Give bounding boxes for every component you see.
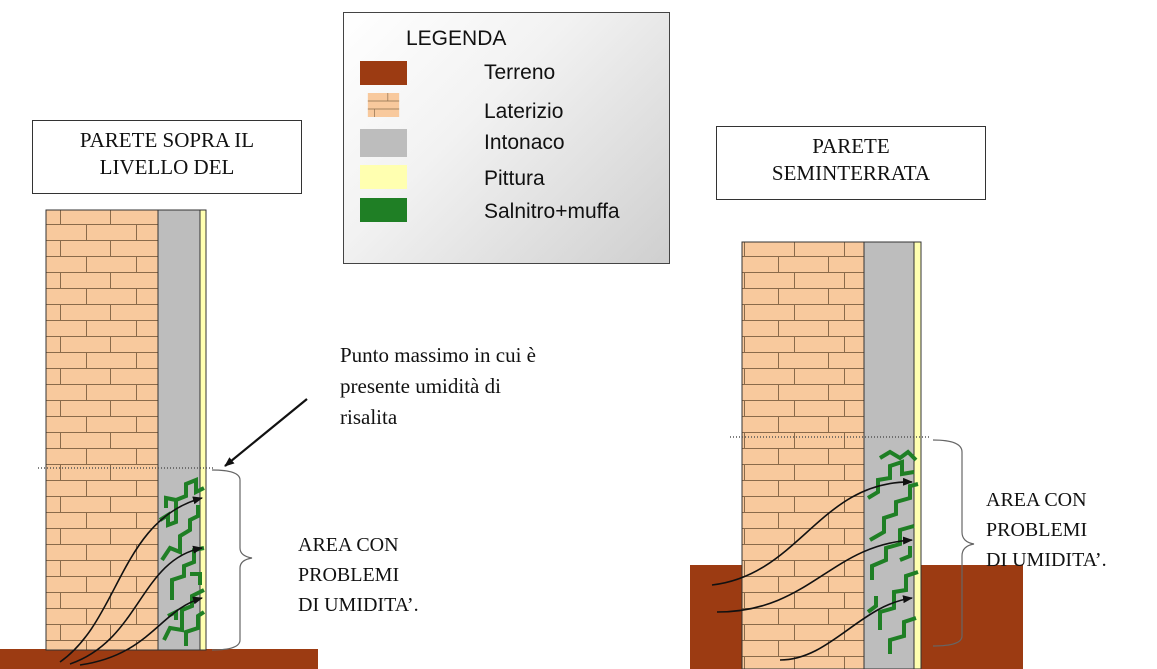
pointer-arrow (224, 398, 308, 467)
right-brick-layer (741, 241, 865, 669)
legend-item-terreno: Terreno (344, 58, 671, 88)
legend-label-salnitro: Salnitro+muffa (484, 200, 620, 223)
legend: LEGENDA Terreno Laterizio Intonaco Pittu… (343, 12, 670, 264)
salnitro-swatch (360, 198, 407, 222)
legend-title: LEGENDA (406, 27, 507, 50)
right-wall-title: PARETE SEMINTERRATA (716, 126, 986, 200)
left-plaster-layer (157, 209, 201, 651)
right-wall (690, 241, 1023, 669)
area-note-left: AREA CON PROBLEMI DI UMIDITA’. (298, 534, 419, 616)
right-saltpeter-mold (866, 449, 919, 654)
left-ground (0, 649, 318, 669)
right-wall-title-text: PARETE SEMINTERRATA (771, 134, 931, 185)
right-brace (932, 439, 975, 647)
left-wall-title-text: PARETE SOPRA IL LIVELLO DEL (79, 128, 255, 179)
legend-item-intonaco: Intonaco (344, 129, 671, 161)
left-brace (211, 469, 253, 651)
pointer-note: Punto massimo in cui è presente umidità … (340, 343, 536, 429)
legend-item-salnitro: Salnitro+muffa (344, 198, 671, 228)
left-wall-title: PARETE SOPRA IL LIVELLO DEL (32, 120, 302, 194)
legend-label-intonaco: Intonaco (484, 131, 565, 154)
right-paint-layer (913, 241, 922, 669)
left-paint-layer (199, 209, 207, 651)
pittura-swatch (360, 165, 407, 189)
intonaco-swatch (360, 129, 407, 157)
left-wall (0, 209, 318, 669)
legend-label-terreno: Terreno (484, 61, 556, 84)
legend-label-laterizio: Laterizio (484, 100, 564, 123)
legend-item-pittura: Pittura (344, 165, 671, 195)
legend-item-laterizio: Laterizio (344, 93, 671, 123)
legend-label-pittura: Pittura (484, 167, 545, 190)
left-brick-layer (45, 209, 159, 651)
laterizio-swatch (367, 93, 400, 117)
left-capillary-arrows (59, 496, 203, 666)
area-note-right: AREA CON PROBLEMI DI UMIDITA’. (986, 489, 1107, 571)
terreno-swatch (360, 61, 407, 85)
right-capillary-arrows (711, 477, 913, 661)
